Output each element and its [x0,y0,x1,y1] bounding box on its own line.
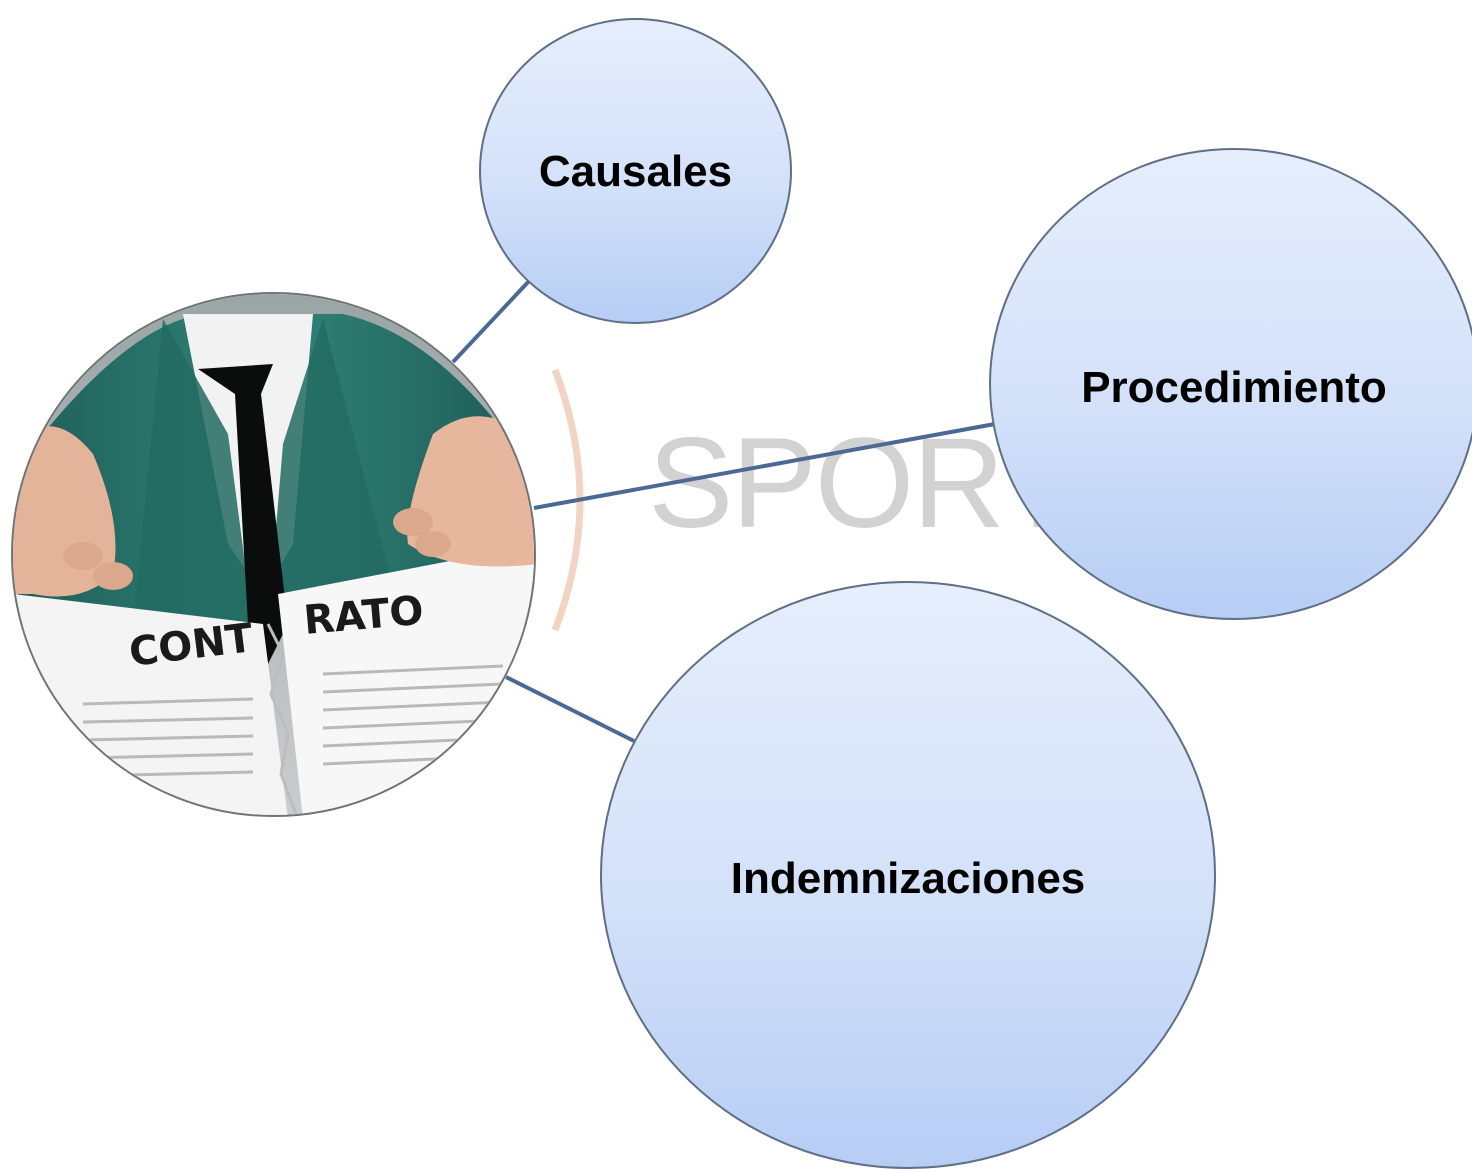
node-indemnizaciones: Indemnizaciones [600,581,1216,1169]
node-procedimiento: Procedimiento [989,148,1472,620]
hand-right [407,416,534,567]
node-label-indemnizaciones: Indemnizaciones [730,854,1086,903]
tie [198,364,288,664]
node-causales: Causales [479,18,792,324]
center-photo-contract: CONT RATO [11,292,536,817]
connector-indemnizaciones [505,675,635,743]
fingers [63,508,451,590]
contract-illustration: CONT RATO [13,294,534,815]
connector-procedimiento [533,422,996,510]
node-label-causales: Causales [538,147,733,196]
tear-line [266,623,299,815]
paper-text-lines [82,664,504,778]
lapel-right [268,319,403,624]
lapel-left [133,319,253,624]
paper-title-right: RATO [302,588,426,644]
connector-causales [451,278,532,364]
node-label-procedimiento: Procedimiento [1081,363,1387,412]
